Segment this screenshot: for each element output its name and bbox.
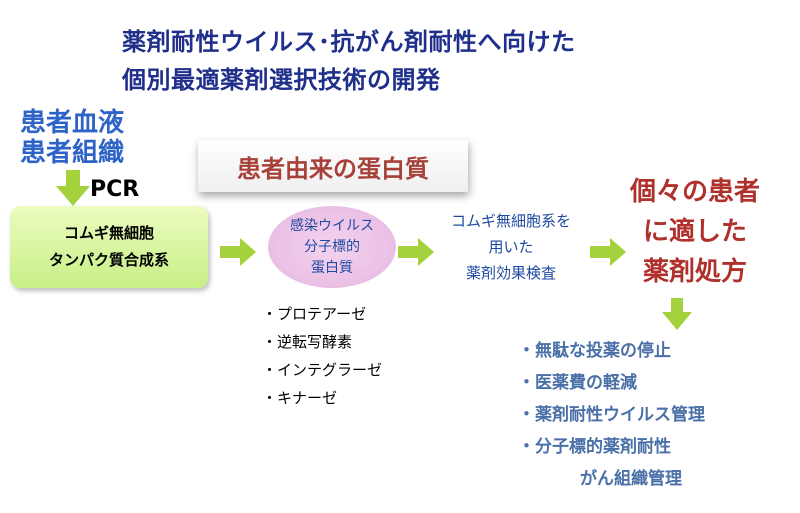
- list-item: ・プロテアーゼ: [262, 305, 367, 323]
- benefits-list: ・無駄な投薬の停止 ・医薬費の軽減 ・薬剤耐性ウイルス管理 ・分子標的薬剤耐性 …: [518, 335, 705, 495]
- benefit-item: ・無駄な投薬の停止: [518, 341, 671, 361]
- source-blood: 患者血液: [20, 108, 125, 138]
- pcr-label: PCR: [90, 177, 140, 202]
- title-line-1: 薬剤耐性ウイルス･抗がん剤耐性へ向けた: [122, 28, 576, 56]
- prescription-line-1: 個々の患者: [629, 177, 760, 207]
- assay-line-2: 用いた: [488, 238, 534, 256]
- prescription-line-2: に適した: [642, 217, 747, 247]
- wheat-germ-line-2: タンパク質合成系: [48, 251, 169, 269]
- right-arrow-2: [398, 238, 434, 266]
- prescription-line-3: 薬剤処方: [642, 257, 747, 287]
- wheat-germ-synthesis-box: コムギ無細胞 タンパク質合成系: [10, 206, 208, 288]
- benefit-item: ・医薬費の軽減: [518, 373, 637, 393]
- right-arrow-3: [590, 238, 626, 266]
- assay-line-3: 薬剤効果検査: [465, 264, 556, 282]
- title-line-2: 個別最適薬剤選択技術の開発: [122, 66, 441, 94]
- benefit-item-continued: がん組織管理: [580, 469, 682, 489]
- drug-assay-text: コムギ無細胞系を 用いた 薬剤効果検査: [436, 208, 586, 286]
- down-arrow-to-benefits: [662, 298, 692, 330]
- prescription-text: 個々の患者 に適した 薬剤処方: [620, 172, 770, 292]
- list-item: ・インテグラーゼ: [262, 361, 383, 379]
- list-item: ・キナーゼ: [262, 389, 338, 407]
- protein-examples-list: ・プロテアーゼ ・逆転写酵素 ・インテグラーゼ ・キナーゼ: [262, 300, 382, 412]
- patient-protein-banner: 患者由来の蛋白質: [198, 140, 468, 192]
- protein-line-3: 蛋白質: [311, 259, 353, 276]
- down-arrow-to-synthesis: [56, 170, 90, 206]
- wheat-germ-line-1: コムギ無細胞: [63, 224, 154, 242]
- list-item: ・逆転写酵素: [262, 333, 353, 351]
- protein-line-2: 分子標的: [304, 238, 360, 255]
- protein-line-1: 感染ウイルス: [290, 217, 374, 234]
- benefit-item: ・薬剤耐性ウイルス管理: [518, 405, 705, 425]
- right-arrow-1: [220, 238, 256, 266]
- assay-line-1: コムギ無細胞系を: [450, 212, 571, 230]
- target-protein-ellipse: 感染ウイルス 分子標的 蛋白質: [268, 206, 396, 288]
- source-tissue: 患者組織: [20, 138, 125, 168]
- benefit-item: ・分子標的薬剤耐性: [518, 437, 671, 457]
